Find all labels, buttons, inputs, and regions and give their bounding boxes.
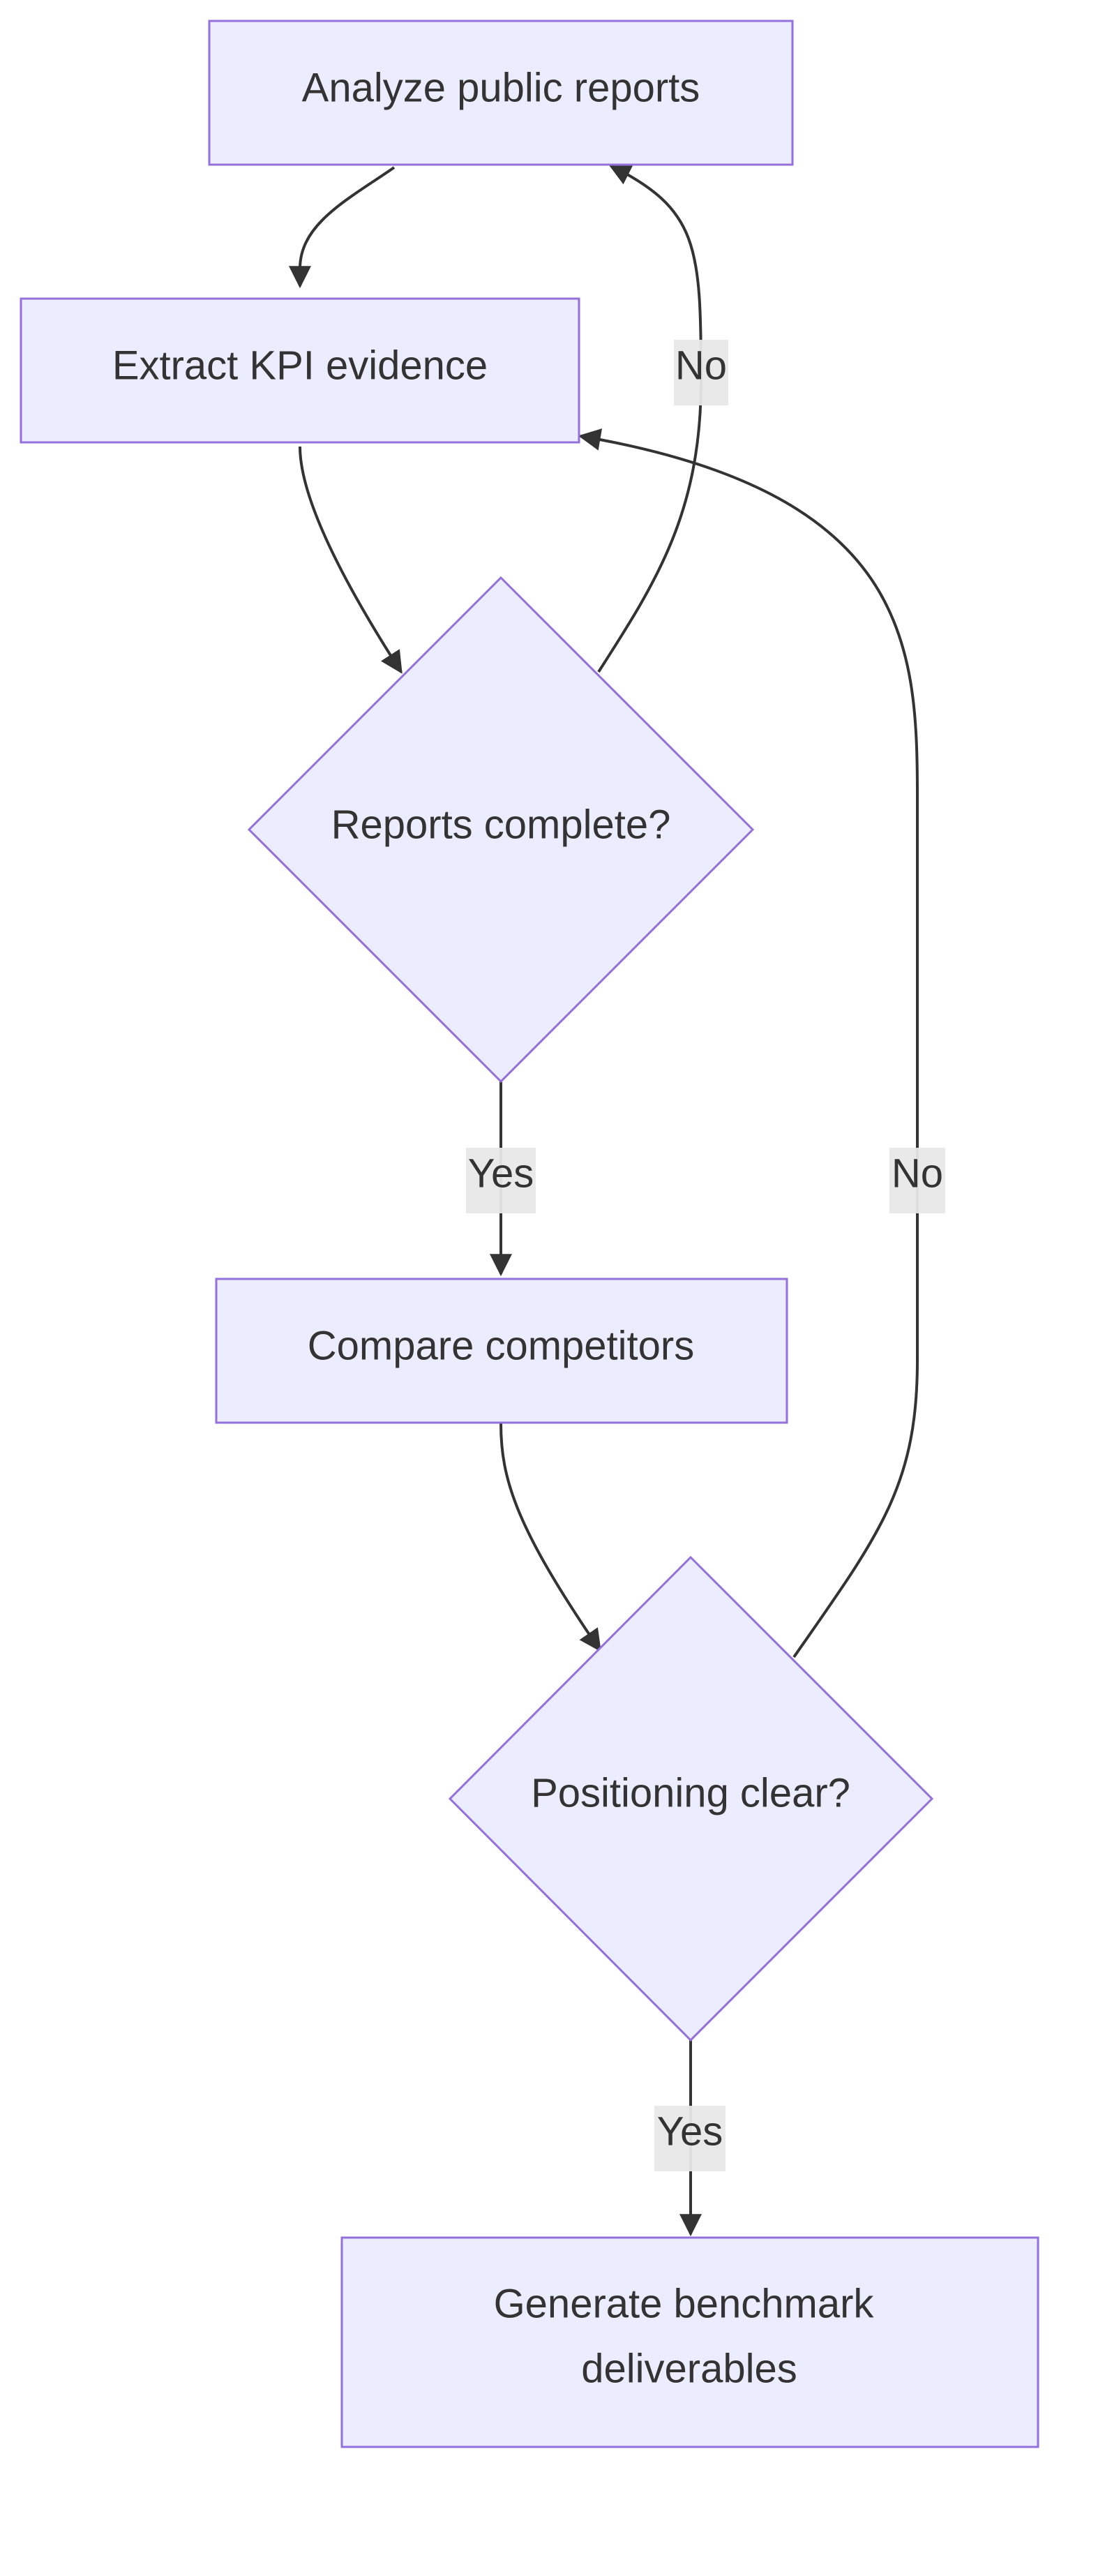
- analyze-public-reports-label: Analyze public reports: [302, 65, 700, 110]
- edge-labels: No Yes No Yes: [466, 340, 945, 2171]
- compare-competitors-node[interactable]: [215, 1278, 788, 1424]
- reports-no-label: No: [675, 343, 727, 388]
- generate-benchmark-deliverables-label-line-1: Generate benchmark: [494, 2281, 875, 2326]
- positioning-yes-label: Yes: [657, 2109, 723, 2154]
- extract-kpi-evidence-node[interactable]: [20, 297, 580, 444]
- reports-no-label-background: [674, 340, 728, 405]
- positioning-no-label-background: [889, 1148, 945, 1213]
- edge-analyze-to-extract: [289, 166, 396, 289]
- positioning-clear-decision-node[interactable]: [448, 1555, 934, 2042]
- reports-yes-label: Yes: [468, 1151, 534, 1196]
- reports-complete-decision-node[interactable]: [247, 576, 755, 1084]
- reports-yes-label-background: [466, 1148, 536, 1213]
- edge-compare-to-positioning-decision: [499, 1423, 601, 1652]
- edge-reports-no-to-analyze: [597, 164, 703, 673]
- generate-benchmark-deliverables-label-line-2: deliverables: [581, 2346, 797, 2391]
- analyze-public-reports-node[interactable]: [208, 20, 794, 166]
- extract-kpi-evidence-label: Extract KPI evidence: [112, 343, 488, 388]
- positioning-yes-label-background: [654, 2106, 726, 2171]
- reports-complete-label: Reports complete?: [331, 802, 671, 847]
- nodes: Analyze public reports Extract KPI evide…: [20, 20, 1039, 2448]
- positioning-clear-label: Positioning clear?: [531, 1770, 850, 1815]
- positioning-no-label: No: [892, 1151, 943, 1196]
- edge-extract-to-reports-decision: [299, 446, 403, 674]
- generate-benchmark-deliverables-node[interactable]: [340, 2236, 1039, 2448]
- compare-competitors-label: Compare competitors: [308, 1323, 694, 1368]
- edge-positioning-no-to-extract: [578, 428, 919, 1658]
